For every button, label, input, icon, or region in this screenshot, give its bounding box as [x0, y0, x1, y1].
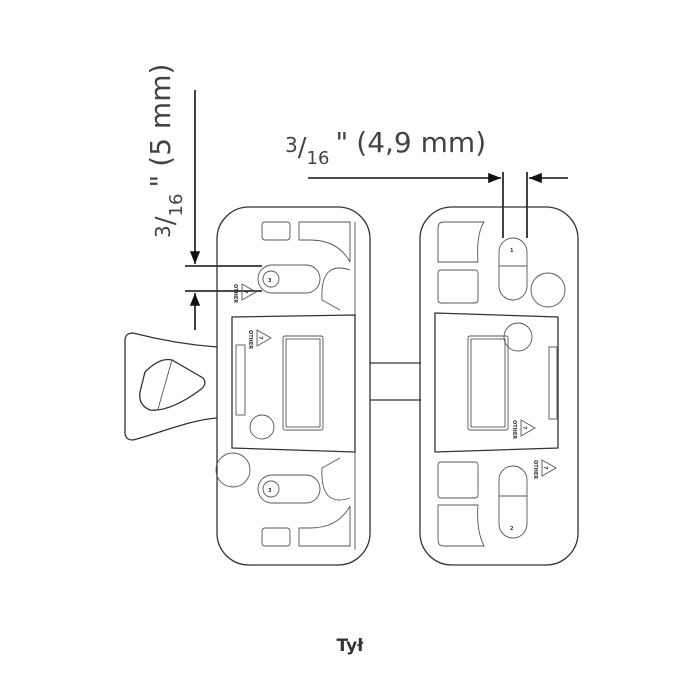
horizontal-dimension: 3/16"(4,9 mm) — [285, 126, 568, 238]
slot — [437, 221, 485, 263]
slot-number: 2 — [510, 526, 514, 532]
slider-panel — [231, 314, 356, 453]
handle — [124, 332, 218, 441]
svg-text:OTHER: OTHER — [232, 284, 238, 303]
left-part: 3 3 7 OTHER 7 OTHER — [215, 206, 371, 566]
slot — [437, 461, 479, 499]
svg-text:7: 7 — [521, 426, 527, 430]
recycle-symbol: 7 OTHER — [232, 283, 257, 303]
svg-text:7: 7 — [257, 336, 263, 340]
svg-text:7: 7 — [542, 466, 548, 470]
slider-panel — [434, 312, 559, 453]
vertical-dimension-label: 3/16"(5 mm) — [144, 64, 187, 238]
recycle-symbol: 7 OTHER — [532, 459, 557, 479]
svg-text:OTHER: OTHER — [247, 330, 253, 349]
slot — [437, 269, 479, 304]
connector-bar — [370, 362, 421, 401]
svg-text:OTHER: OTHER — [511, 420, 517, 439]
recycle-symbol: 7 OTHER — [247, 329, 272, 349]
slot-number: 3 — [268, 488, 272, 494]
slot-number: 1 — [510, 248, 514, 254]
oblong-hole — [257, 474, 321, 504]
vertical-dimension: 3/16"(5 mm) — [144, 64, 262, 330]
oblong-hole — [498, 237, 528, 301]
caption: Tył — [337, 636, 365, 656]
slot — [261, 527, 291, 547]
slot — [298, 505, 351, 547]
slot — [298, 221, 351, 263]
slot — [437, 504, 485, 547]
svg-text:7: 7 — [242, 290, 248, 294]
slot-number: 3 — [268, 278, 272, 284]
hole — [530, 272, 566, 308]
right-part: 1 2 7 OTHER 7 OTHER — [419, 206, 579, 566]
horizontal-dimension-label: 3/16"(4,9 mm) — [285, 126, 486, 169]
grip-shape — [139, 358, 206, 411]
oblong-hole — [257, 264, 321, 294]
hole — [215, 452, 251, 488]
slot — [261, 221, 291, 241]
oblong-hole — [498, 465, 528, 539]
svg-text:OTHER: OTHER — [532, 460, 538, 479]
recycle-symbol: 7 OTHER — [511, 419, 536, 439]
